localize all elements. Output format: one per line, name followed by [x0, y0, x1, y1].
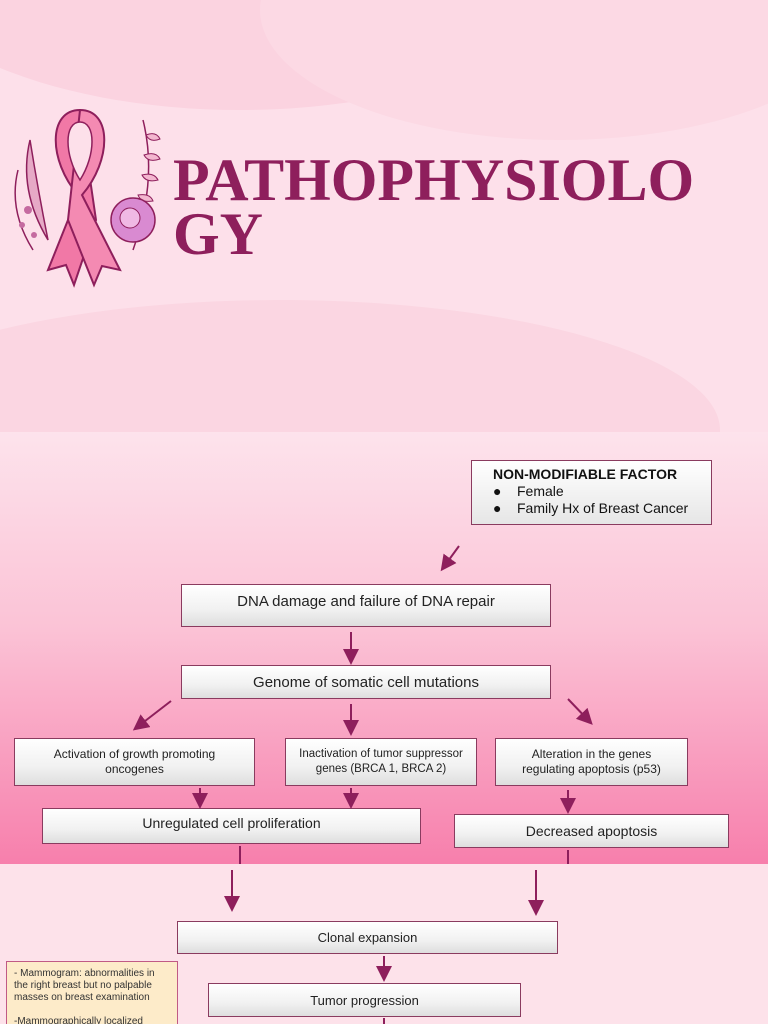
bullet-icon: ● [493, 500, 502, 516]
node-tumor-progression: Tumor progression [208, 983, 521, 1017]
node-clonal-expansion: Clonal expansion [177, 921, 558, 954]
background-wave [260, 0, 768, 140]
arrow [567, 698, 593, 725]
ribbon-icon [14, 108, 161, 288]
node-genome-mutations: Genome of somatic cell mutations [181, 665, 551, 699]
node-decreased-apoptosis: Decreased apoptosis [454, 814, 729, 848]
non-modifiable-factor-box: NON-MODIFIABLE FACTOR ●Female ●Family Hx… [471, 460, 712, 525]
factor-heading: NON-MODIFIABLE FACTOR [493, 466, 678, 482]
flowchart-continuation-slide: Clonal expansion Tumor progression - Mam… [0, 864, 768, 1024]
arrow [440, 545, 460, 572]
node-dna-damage: DNA damage and failure of DNA repair [181, 584, 551, 627]
page-title: PATHOPHYSIOLOGY [173, 147, 695, 267]
factor-item: ●Female [493, 483, 564, 499]
background-wave [0, 300, 720, 432]
arrow [132, 700, 172, 731]
node-apoptosis-gene-alteration: Alteration in the genes regulating apopt… [495, 738, 688, 786]
note-line: - Mammogram: abnormalities in the right … [14, 968, 155, 1003]
flow-arrows [132, 545, 593, 864]
bullet-icon: ● [493, 483, 502, 499]
flowchart-slide: NON-MODIFIABLE FACTOR ●Female ●Family Hx… [0, 432, 768, 864]
title-slide: PATHOPHYSIOLOGY [0, 0, 768, 432]
flow-arrows [224, 870, 544, 1024]
node-unregulated-proliferation: Unregulated cell proliferation [42, 808, 421, 844]
node-tumor-suppressor-inactivation: Inactivation of tumor suppressor genes (… [285, 738, 477, 786]
mammogram-note: - Mammogram: abnormalities in the right … [6, 961, 178, 1024]
note-line: -Mammographically localized [14, 1016, 143, 1024]
factor-item: ●Family Hx of Breast Cancer [493, 500, 689, 516]
node-oncogene-activation: Activation of growth promoting oncogenes [14, 738, 255, 786]
